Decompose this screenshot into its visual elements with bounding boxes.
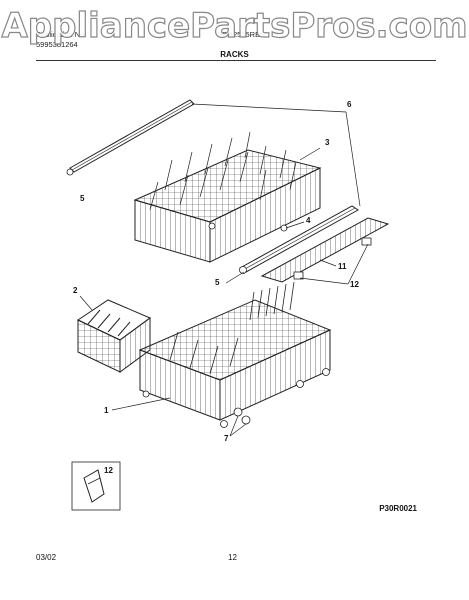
footer-date: 03/02 xyxy=(36,553,57,562)
callout-4: 4 xyxy=(306,216,311,225)
publication-number: 5995381264 xyxy=(36,40,78,49)
callout-5-lower: 5 xyxy=(215,278,220,287)
publication-label: Publication No xyxy=(36,30,85,39)
clip-detail-inset xyxy=(71,461,121,511)
upper-dish-rack xyxy=(133,131,322,263)
rail-clips xyxy=(293,237,372,280)
upper-rail-left xyxy=(66,99,195,176)
lower-dish-rack xyxy=(138,281,332,428)
callout-12: 12 xyxy=(350,280,359,289)
footer-page: 12 xyxy=(228,553,237,562)
callout-11: 11 xyxy=(338,262,347,271)
callout-5-upper: 5 xyxy=(80,194,85,203)
upper-rail-right xyxy=(239,205,359,274)
header-rule xyxy=(36,60,436,61)
callout-12-inset: 12 xyxy=(104,466,113,475)
section-title: RACKS xyxy=(220,50,249,59)
drawing-number: P30R0021 xyxy=(379,504,417,513)
callout-6: 6 xyxy=(347,100,352,109)
callout-7: 7 xyxy=(224,434,229,443)
callout-1: 1 xyxy=(104,406,109,415)
model-number: FDB2535RES xyxy=(218,30,266,39)
rack-wheels xyxy=(233,407,251,425)
silverware-basket xyxy=(76,299,152,373)
callout-3: 3 xyxy=(325,138,330,147)
callout-2: 2 xyxy=(73,286,78,295)
rack-track-rail xyxy=(260,217,390,283)
leader-lines xyxy=(79,103,369,437)
